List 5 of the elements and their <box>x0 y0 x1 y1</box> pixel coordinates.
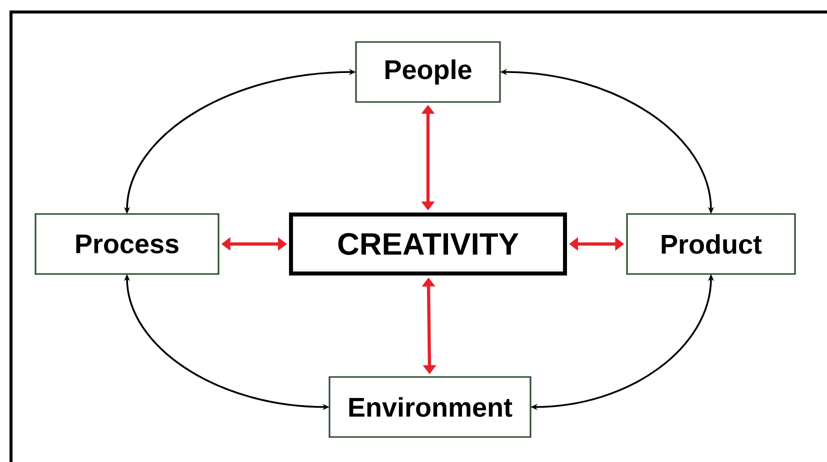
concept-box: Product <box>626 213 796 275</box>
center-box: CREATIVITY <box>289 212 567 276</box>
concept-box: People <box>355 41 501 103</box>
concept-box: Process <box>34 213 220 275</box>
concept-box: Environment <box>328 376 532 438</box>
